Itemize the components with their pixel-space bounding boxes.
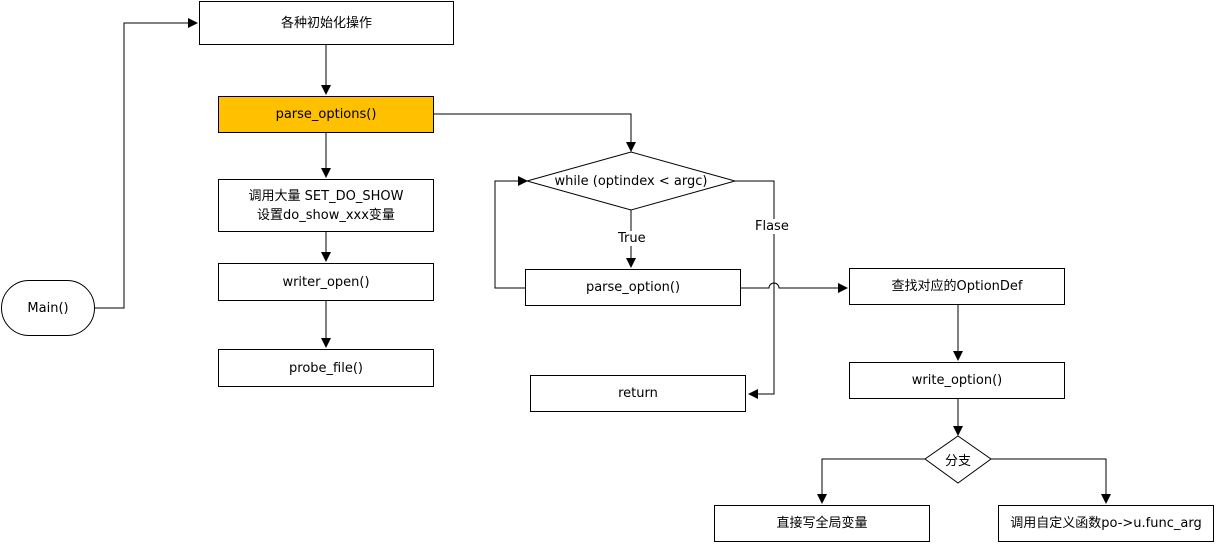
while-decision-label: while (optindex < argc) bbox=[527, 152, 735, 210]
parse-option-node-label: parse_option() bbox=[585, 280, 681, 295]
init-node-label: 各种初始化操作 bbox=[280, 15, 372, 31]
return-node-label: return bbox=[618, 386, 658, 401]
probe-file-node-label: probe_file() bbox=[289, 360, 363, 376]
set-do-show-line1: 调用大量 SET_DO_SHOW bbox=[248, 188, 404, 204]
edge-parse-option-loop-back bbox=[494, 176, 528, 289]
write-global-node: 直接写全局变量 bbox=[714, 505, 930, 542]
edge-parse-options-to-while bbox=[434, 113, 636, 152]
edge-branch-to-call-func bbox=[991, 458, 1111, 504]
main-node: Main() bbox=[1, 280, 95, 336]
write-global-node-label: 直接写全局变量 bbox=[776, 516, 868, 531]
edge-branch-to-write-global bbox=[817, 458, 925, 504]
parse-options-node-label: parse_options() bbox=[275, 107, 377, 122]
call-func-node-label: 调用自定义函数po->u.func_arg bbox=[1010, 516, 1202, 531]
parse-options-node: parse_options() bbox=[218, 96, 434, 133]
write-option-node: write_option() bbox=[849, 362, 1065, 399]
parse-option-node: parse_option() bbox=[525, 269, 741, 306]
edge-parse-option-to-find-optiondef bbox=[741, 282, 848, 293]
edge-while-to-return bbox=[735, 180, 775, 399]
main-node-label: Main() bbox=[27, 300, 69, 316]
probe-file-node: probe_file() bbox=[218, 349, 434, 387]
writer-open-node-label: writer_open() bbox=[282, 274, 370, 290]
write-option-node-label: write_option() bbox=[911, 373, 1003, 388]
writer-open-node: writer_open() bbox=[218, 263, 434, 301]
init-node: 各种初始化操作 bbox=[199, 1, 454, 45]
find-optiondef-node-label: 查找对应的OptionDef bbox=[891, 279, 1023, 294]
branch-decision-text: 分支 bbox=[944, 454, 971, 469]
find-optiondef-node: 查找对应的OptionDef bbox=[849, 268, 1065, 305]
branch-decision-shape bbox=[924, 435, 992, 484]
set-do-show-node: 调用大量 SET_DO_SHOW 设置do_show_xxx变量 bbox=[218, 179, 434, 232]
while-decision-shape bbox=[525, 151, 737, 211]
call-func-node: 调用自定义函数po->u.func_arg bbox=[998, 505, 1214, 542]
while-decision-text: while (optindex < argc) bbox=[554, 173, 708, 189]
edge-label-true: True bbox=[617, 231, 647, 246]
return-node: return bbox=[530, 375, 746, 412]
edge-main-to-init bbox=[95, 18, 198, 309]
branch-decision-label: 分支 bbox=[925, 436, 991, 483]
set-do-show-line2: 设置do_show_xxx变量 bbox=[257, 207, 395, 223]
edge-label-false: Flase bbox=[754, 219, 790, 234]
